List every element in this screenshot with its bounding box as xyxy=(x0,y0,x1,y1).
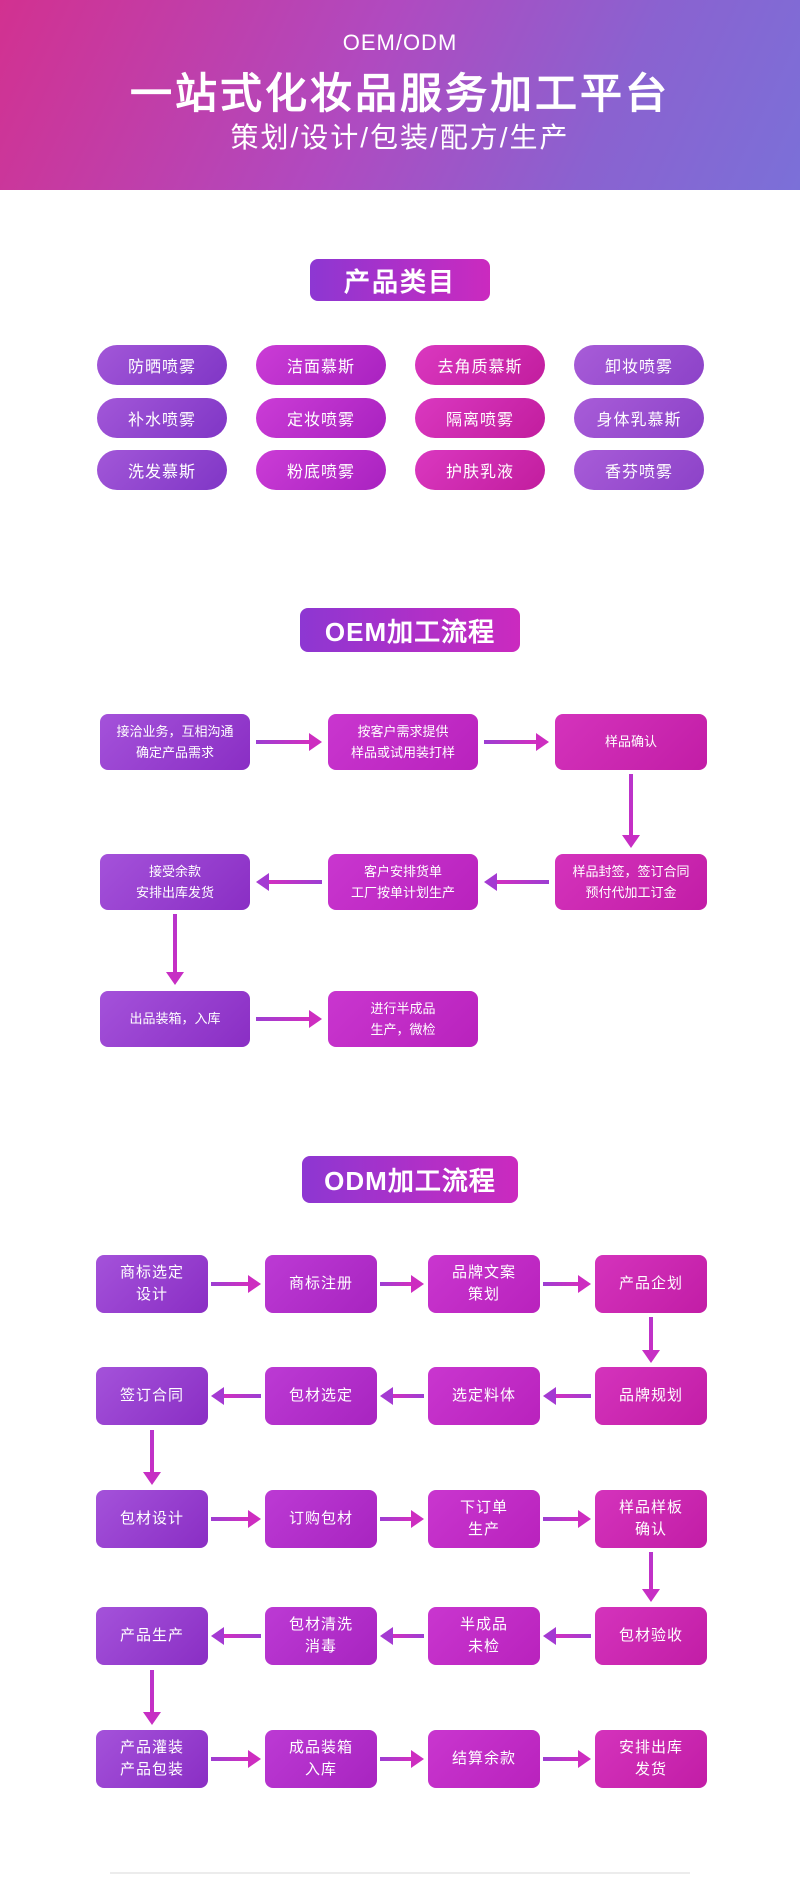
arrow-right-icon xyxy=(211,1750,261,1768)
hero-banner: OEM/ODM 一站式化妆品服务加工平台 策划/设计/包装/配方/生产 xyxy=(0,0,800,190)
odm-box-r1c1: 商标选定 设计 xyxy=(96,1255,208,1313)
arrow-right-icon xyxy=(484,733,549,751)
arrow-right-icon xyxy=(380,1750,424,1768)
hero-subtitle: 策划/设计/包装/配方/生产 xyxy=(230,122,570,153)
oem-box-r1c3: 样品确认 xyxy=(555,714,707,770)
arrow-right-icon xyxy=(543,1750,591,1768)
oem-box-r2c1: 接受余款 安排出库发货 xyxy=(100,854,250,910)
arrow-left-icon xyxy=(256,873,322,891)
arrow-left-icon xyxy=(380,1387,424,1405)
oem-box-r1c1: 接洽业务，互相沟通 确定产品需求 xyxy=(100,714,250,770)
category-pill-setting-spray[interactable]: 定妆喷雾 xyxy=(256,398,386,438)
arrow-down-icon xyxy=(143,1670,161,1725)
arrow-right-icon xyxy=(380,1275,424,1293)
category-pill-foundation-spray[interactable]: 粉底喷雾 xyxy=(256,450,386,490)
hero-title: 一站式化妆品服务加工平台 xyxy=(129,70,670,117)
oem-box-r1c2: 按客户需求提供 样品或试用装打样 xyxy=(328,714,478,770)
odm-box-r2c3: 选定料体 xyxy=(428,1367,540,1425)
category-pill-hydrating-spray[interactable]: 补水喷雾 xyxy=(97,398,227,438)
odm-box-r3c3: 下订单 生产 xyxy=(428,1490,540,1548)
arrow-right-icon xyxy=(211,1510,261,1528)
category-pill-exfoliating-mousse[interactable]: 去角质慕斯 xyxy=(415,345,545,385)
arrow-down-icon xyxy=(166,914,184,985)
arrow-down-icon xyxy=(143,1430,161,1485)
footer-divider xyxy=(110,1872,690,1874)
arrow-right-icon xyxy=(211,1275,261,1293)
odm-box-r5c4: 安排出库 发货 xyxy=(595,1730,707,1788)
odm-box-r2c4: 品牌规划 xyxy=(595,1367,707,1425)
odm-box-r3c2: 订购包材 xyxy=(265,1490,377,1548)
arrow-right-icon xyxy=(543,1275,591,1293)
arrow-left-icon xyxy=(543,1387,591,1405)
arrow-left-icon xyxy=(543,1627,591,1645)
arrow-right-icon xyxy=(256,733,322,751)
odm-box-r4c4: 包材验收 xyxy=(595,1607,707,1665)
odm-box-r4c2: 包材清洗 消毒 xyxy=(265,1607,377,1665)
odm-box-r5c1: 产品灌装 产品包装 xyxy=(96,1730,208,1788)
odm-box-r3c1: 包材设计 xyxy=(96,1490,208,1548)
arrow-left-icon xyxy=(211,1387,261,1405)
arrow-down-icon xyxy=(642,1317,660,1363)
odm-box-r4c3: 半成品 未检 xyxy=(428,1607,540,1665)
category-pill-shampoo-mousse[interactable]: 洗发慕斯 xyxy=(97,450,227,490)
arrow-left-icon xyxy=(211,1627,261,1645)
category-pill-body-lotion-mousse[interactable]: 身体乳慕斯 xyxy=(574,398,704,438)
oem-box-r2c2: 客户安排货单 工厂按单计划生产 xyxy=(328,854,478,910)
odm-box-r3c4: 样品样板 确认 xyxy=(595,1490,707,1548)
category-pill-fragrance-spray[interactable]: 香芬喷雾 xyxy=(574,450,704,490)
section-title-odm: ODM加工流程 xyxy=(302,1156,518,1203)
arrow-right-icon xyxy=(380,1510,424,1528)
category-pill-makeup-remover-spray[interactable]: 卸妆喷雾 xyxy=(574,345,704,385)
oem-box-r3c1: 出品装箱，入库 xyxy=(100,991,250,1047)
arrow-down-icon xyxy=(642,1552,660,1602)
arrow-left-icon xyxy=(380,1627,424,1645)
odm-box-r1c2: 商标注册 xyxy=(265,1255,377,1313)
odm-box-r1c4: 产品企划 xyxy=(595,1255,707,1313)
category-pill-cleansing-mousse[interactable]: 洁面慕斯 xyxy=(256,345,386,385)
section-title-oem: OEM加工流程 xyxy=(300,608,520,652)
category-pill-sunscreen-spray[interactable]: 防晒喷雾 xyxy=(97,345,227,385)
odm-box-r1c3: 品牌文案 策划 xyxy=(428,1255,540,1313)
arrow-right-icon xyxy=(256,1010,322,1028)
category-pill-primer-spray[interactable]: 隔离喷雾 xyxy=(415,398,545,438)
odm-box-r2c2: 包材选定 xyxy=(265,1367,377,1425)
odm-box-r2c1: 签订合同 xyxy=(96,1367,208,1425)
odm-box-r5c3: 结算余款 xyxy=(428,1730,540,1788)
section-title-categories: 产品类目 xyxy=(310,259,490,301)
hero-badge: OEM/ODM xyxy=(342,30,458,55)
oem-box-r3c2: 进行半成品 生产，微检 xyxy=(328,991,478,1047)
oem-box-r2c3: 样品封签，签订合同 预付代加工订金 xyxy=(555,854,707,910)
odm-box-r4c1: 产品生产 xyxy=(96,1607,208,1665)
arrow-down-icon xyxy=(622,774,640,848)
arrow-left-icon xyxy=(484,873,549,891)
odm-box-r5c2: 成品装箱 入库 xyxy=(265,1730,377,1788)
arrow-right-icon xyxy=(543,1510,591,1528)
category-pill-skincare-lotion[interactable]: 护肤乳液 xyxy=(415,450,545,490)
